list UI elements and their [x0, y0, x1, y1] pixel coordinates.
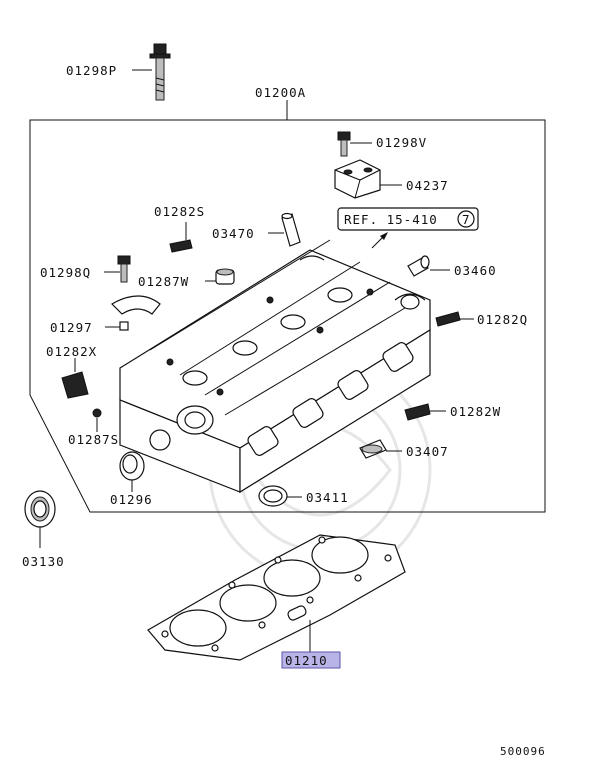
head-gasket-01210[interactable] [147, 534, 406, 661]
dowel-03470[interactable] [281, 212, 301, 247]
highlight-01210 [281, 651, 341, 669]
oring-03411[interactable] [258, 485, 288, 507]
dowel-03460[interactable] [407, 255, 430, 277]
bracket-04237[interactable] [334, 159, 381, 199]
label-01287S[interactable]: 01287S [68, 432, 119, 447]
bolt-01298P[interactable] [149, 43, 171, 101]
stud-01282W[interactable] [404, 403, 431, 421]
oil-seal-03130[interactable] [24, 490, 56, 528]
assembly-frame [29, 119, 546, 513]
bolt-01298Q[interactable] [117, 255, 131, 283]
label-01298Q[interactable]: 01298Q [40, 265, 91, 280]
label-03470[interactable]: 03470 [212, 226, 255, 241]
label-04237[interactable]: 04237 [406, 178, 449, 193]
cylinder-head-01200A[interactable] [119, 239, 431, 494]
label-01287W[interactable]: 01287W [138, 274, 189, 289]
bearing-cap-01297[interactable] [111, 295, 161, 331]
label-01200A[interactable]: 01200A [255, 85, 306, 100]
plug-01287S[interactable] [92, 408, 102, 418]
label-01297[interactable]: 01297 [50, 320, 93, 335]
label-01282W[interactable]: 01282W [450, 404, 501, 419]
label-03130[interactable]: 03130 [22, 554, 65, 569]
plug-01287W[interactable] [215, 268, 235, 285]
label-01282Q[interactable]: 01282Q [477, 312, 528, 327]
label-03460[interactable]: 03460 [454, 263, 497, 278]
stud-01282S[interactable] [169, 239, 193, 253]
label-01296[interactable]: 01296 [110, 492, 153, 507]
label-01282S[interactable]: 01282S [154, 204, 205, 219]
reference-box[interactable] [337, 207, 479, 231]
seal-03407[interactable] [359, 439, 387, 459]
stud-01282X[interactable] [61, 371, 89, 399]
reference-circle-number: 7 [462, 212, 471, 227]
diagram-id: 500096 [500, 745, 546, 758]
label-03411[interactable]: 03411 [306, 490, 349, 505]
label-03407[interactable]: 03407 [406, 444, 449, 459]
bolt-01298V[interactable] [337, 131, 351, 157]
label-01210[interactable]: 01210 [285, 653, 328, 668]
label-01298P[interactable]: 01298P [66, 63, 117, 78]
label-01298V[interactable]: 01298V [376, 135, 427, 150]
reference-label[interactable]: REF. 15-410 [344, 212, 438, 227]
stud-01282Q[interactable] [435, 311, 461, 327]
label-01282X[interactable]: 01282X [46, 344, 97, 359]
ring-01296[interactable] [119, 451, 145, 481]
